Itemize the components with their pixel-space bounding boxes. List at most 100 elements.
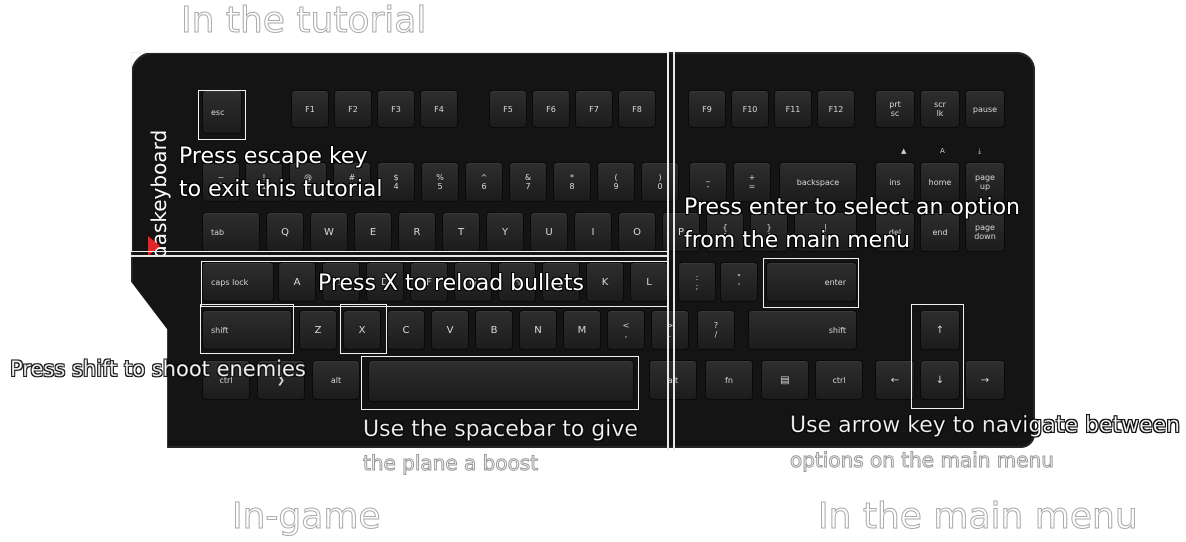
key-f1[interactable]: F1 xyxy=(291,90,329,128)
key-left-ctrl[interactable]: ctrl xyxy=(202,360,250,400)
key-z[interactable]: Z xyxy=(299,310,337,350)
key-quote[interactable]: " ' xyxy=(720,262,758,302)
key-7[interactable]: & 7 xyxy=(509,162,547,202)
scroll-lock-indicator: ⤓ xyxy=(978,147,982,155)
key-left-bracket[interactable]: { [ xyxy=(706,212,744,252)
key-minus[interactable]: _ - xyxy=(689,162,727,202)
key-left-shift[interactable]: shift xyxy=(202,310,292,350)
key-tilde[interactable]: ~ ` xyxy=(202,162,240,202)
key-arrow-down[interactable]: ↓ xyxy=(920,360,960,400)
tutorial-section-title: In the tutorial xyxy=(180,0,427,42)
key-f10[interactable]: F10 xyxy=(731,90,769,128)
key-g[interactable]: G xyxy=(454,262,492,302)
key-u[interactable]: U xyxy=(530,212,568,252)
key-o[interactable]: O xyxy=(618,212,656,252)
key-equals[interactable]: + = xyxy=(733,162,771,202)
key-caps-lock[interactable]: caps lock xyxy=(202,262,274,302)
key-tab[interactable]: tab xyxy=(202,212,260,252)
key-d[interactable]: D xyxy=(366,262,404,302)
key-delete[interactable]: del xyxy=(875,212,915,252)
key-v[interactable]: V xyxy=(431,310,469,350)
key-right-shift[interactable]: shift xyxy=(748,310,857,350)
key-f9[interactable]: F9 xyxy=(688,90,726,128)
key-y[interactable]: Y xyxy=(486,212,524,252)
daskeyboard-logo: daskeyboard xyxy=(147,130,171,258)
key-comma[interactable]: < , xyxy=(607,310,645,350)
key-page-down[interactable]: page down xyxy=(965,212,1005,252)
key-s[interactable]: S xyxy=(322,262,360,302)
key-f8[interactable]: F8 xyxy=(618,90,656,128)
key-backspace[interactable]: backspace xyxy=(779,162,857,202)
key-t[interactable]: T xyxy=(442,212,480,252)
escape-hint-line2: to exit this tutorial xyxy=(179,177,383,202)
key-l[interactable]: L xyxy=(630,262,668,302)
key-scroll-lock[interactable]: scr lk xyxy=(920,90,960,128)
x-key-hint: Press X to reload bullets xyxy=(318,271,584,296)
key-f5[interactable]: F5 xyxy=(489,90,527,128)
key-spacebar[interactable] xyxy=(368,360,634,402)
key-page-up[interactable]: page up xyxy=(965,162,1005,202)
key-5[interactable]: % 5 xyxy=(421,162,459,202)
key-b[interactable]: B xyxy=(475,310,513,350)
key-right-ctrl[interactable]: ctrl xyxy=(815,360,863,400)
key-f12[interactable]: F12 xyxy=(817,90,855,128)
key-os[interactable]: ❯ xyxy=(257,360,305,400)
key-f6[interactable]: F6 xyxy=(532,90,570,128)
key-r[interactable]: R xyxy=(398,212,436,252)
highlight-x xyxy=(340,304,387,354)
key-f11[interactable]: F11 xyxy=(774,90,812,128)
key-1[interactable]: ! 1 xyxy=(245,162,283,202)
key-e[interactable]: E xyxy=(354,212,392,252)
spacebar-hint-line1: Use the spacebar to give xyxy=(363,417,638,443)
key-k[interactable]: K xyxy=(586,262,624,302)
key-8[interactable]: * 8 xyxy=(553,162,591,202)
key-arrow-right[interactable]: → xyxy=(965,360,1005,400)
key-f[interactable]: F xyxy=(410,262,448,302)
key-m[interactable]: M xyxy=(563,310,601,350)
key-arrow-left[interactable]: ← xyxy=(875,360,915,400)
arrow-hint-line2: options on the main menu xyxy=(790,448,1055,473)
key-f4[interactable]: F4 xyxy=(420,90,458,128)
key-f2[interactable]: F2 xyxy=(334,90,372,128)
key-9[interactable]: ( 9 xyxy=(597,162,635,202)
key-j[interactable]: J xyxy=(542,262,580,302)
divider-horizontal xyxy=(131,255,669,257)
key-a[interactable]: A xyxy=(278,262,316,302)
key-f7[interactable]: F7 xyxy=(575,90,613,128)
key-slash[interactable]: ? / xyxy=(697,310,735,350)
key-0[interactable]: ) 0 xyxy=(641,162,679,202)
highlight-enter xyxy=(763,258,859,308)
key-backslash[interactable]: | \ xyxy=(794,212,857,252)
escape-hint-line1: Press escape key xyxy=(179,144,368,169)
key-3[interactable]: # 3 xyxy=(333,162,371,202)
key-pause[interactable]: pause xyxy=(965,90,1005,128)
key-c[interactable]: C xyxy=(387,310,425,350)
key-menu[interactable]: ▤ xyxy=(761,360,809,400)
key-period[interactable]: > . xyxy=(651,310,689,350)
key-4[interactable]: $ 4 xyxy=(377,162,415,202)
key-right-bracket[interactable]: } ] xyxy=(750,212,788,252)
key-h[interactable]: H xyxy=(498,262,536,302)
key-home[interactable]: home xyxy=(920,162,960,202)
shift-hint: Press shift to shoot enemies xyxy=(10,357,306,382)
key-end[interactable]: end xyxy=(920,212,960,252)
enter-hint-line2: from the main menu xyxy=(684,228,911,253)
key-6[interactable]: ^ 6 xyxy=(465,162,503,202)
key-n[interactable]: N xyxy=(519,310,557,350)
key-insert[interactable]: ins xyxy=(875,162,915,202)
key-fn[interactable]: fn xyxy=(705,360,753,400)
highlight-in-game-region xyxy=(201,261,668,307)
key-enter[interactable]: enter xyxy=(766,262,857,302)
num-lock-indicator: ▲ xyxy=(901,147,907,155)
key-left-alt[interactable]: alt xyxy=(312,360,360,400)
key-q[interactable]: Q xyxy=(266,212,304,252)
highlight-spacebar xyxy=(361,356,639,410)
enter-hint-line1: Press enter to select an option xyxy=(684,195,1020,220)
key-semicolon[interactable]: : ; xyxy=(678,262,716,302)
key-x[interactable]: X xyxy=(343,310,381,350)
key-print-screen[interactable]: prt sc xyxy=(875,90,915,128)
key-arrow-up[interactable]: ↑ xyxy=(920,310,960,350)
highlight-shift xyxy=(200,304,294,354)
key-2[interactable]: @ 2 xyxy=(289,162,327,202)
key-f3[interactable]: F3 xyxy=(377,90,415,128)
